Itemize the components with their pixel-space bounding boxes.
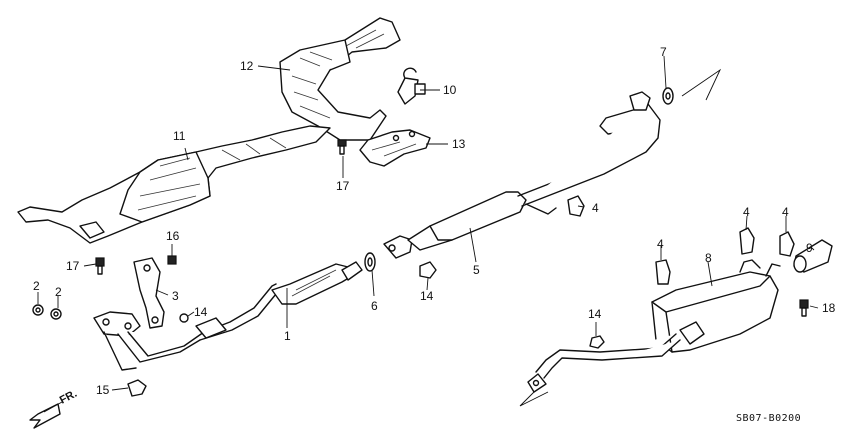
part-heat-shield-lower — [17, 125, 331, 244]
callout-4-a: 4 — [592, 201, 599, 215]
part-mount-4-c — [739, 227, 755, 255]
part-bolt-17-upper — [337, 139, 347, 155]
callout-6: 6 — [371, 299, 378, 313]
leader-lines — [37, 55, 819, 391]
part-muffler — [527, 259, 781, 393]
callout-14-middle: 14 — [420, 289, 434, 303]
part-nut-14-left — [179, 313, 189, 323]
callout-13: 13 — [452, 137, 466, 151]
part-gasket-2-right — [50, 308, 62, 320]
part-pipe-guide-line-upper — [681, 68, 722, 101]
part-nut-14-right — [589, 335, 605, 349]
callout-15: 15 — [96, 383, 110, 397]
part-bracket-plate — [359, 129, 431, 167]
part-exhaust-pipe-a — [93, 261, 363, 371]
callout-10: 10 — [443, 83, 457, 97]
part-tail-finisher — [793, 239, 833, 273]
callout-3: 3 — [172, 289, 179, 303]
part-gasket-6 — [364, 252, 376, 272]
part-mount-4-b — [655, 259, 671, 285]
callout-2-left: 2 — [33, 279, 40, 293]
part-heat-shield-upper — [279, 17, 401, 141]
part-gasket-2-left — [32, 304, 44, 316]
part-hanger-bracket — [397, 67, 426, 105]
part-nut-14-middle — [419, 261, 437, 279]
callout-16: 16 — [166, 229, 180, 243]
callout-8: 8 — [705, 251, 712, 265]
callout-4-d: 4 — [782, 205, 789, 219]
part-mount-4-a — [567, 195, 585, 217]
callout-14-left: 14 — [194, 305, 208, 319]
callout-7: 7 — [660, 45, 667, 59]
part-stay-bracket — [133, 257, 165, 329]
callout-2-right: 2 — [55, 285, 62, 299]
part-gasket-7 — [662, 87, 674, 105]
callout-14-right: 14 — [588, 307, 602, 321]
callout-5: 5 — [473, 263, 480, 277]
callout-1: 1 — [284, 329, 291, 343]
part-bolt-16 — [167, 255, 177, 265]
part-mount-4-d — [779, 231, 795, 257]
part-pipe-guide-line-lower — [519, 391, 549, 407]
callout-4-b: 4 — [657, 237, 664, 251]
callout-9: 9 — [806, 241, 813, 255]
callout-17-upper: 17 — [336, 179, 350, 193]
part-exhaust-pipe-b — [383, 91, 661, 259]
drawing-code: SB07-B0200 — [736, 413, 801, 424]
front-label: FR. — [58, 388, 79, 407]
part-bolt-18 — [799, 299, 809, 317]
callout-4-c: 4 — [743, 205, 750, 219]
callout-12: 12 — [240, 59, 254, 73]
part-bolt-17-lower — [95, 257, 105, 275]
callout-11: 11 — [173, 129, 186, 143]
part-nut-15 — [127, 379, 147, 397]
front-arrow-icon — [29, 401, 63, 429]
callout-18: 18 — [822, 301, 836, 315]
callout-17-lower: 17 — [66, 259, 80, 273]
